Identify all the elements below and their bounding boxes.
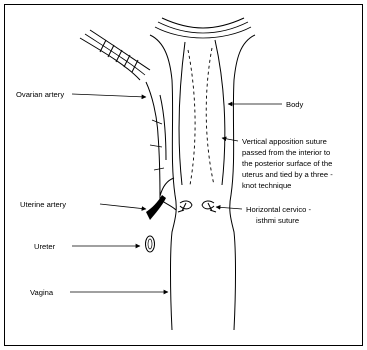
horizontal-suture-note: Horizontal cervico - isthmi suture — [246, 205, 311, 225]
uterus-outline — [150, 18, 255, 330]
vagina-label: Vagina — [30, 288, 54, 297]
ovarian-artery-label: Ovarian artery — [16, 90, 64, 99]
uterine-artery-label: Uterine artery — [20, 200, 66, 209]
suture-note: Vertical apposition suture passed from t… — [242, 137, 333, 190]
suture-note-line: the posterior surface of the — [242, 159, 332, 168]
body-label: Body — [286, 100, 304, 109]
uterine-artery — [146, 178, 176, 220]
ureter-label: Ureter — [34, 242, 56, 251]
ureter-shape — [146, 236, 155, 252]
ovarian-vessels — [80, 30, 166, 200]
ovarian-artery-arrow — [72, 94, 146, 97]
horizontal-suture-knots — [178, 201, 216, 212]
cavity-lines — [179, 40, 225, 185]
suture-note-line: knot technique — [242, 181, 291, 190]
suture-note-line: uterus and tied by a three - — [242, 170, 333, 179]
horizontal-suture-arrow — [216, 207, 242, 209]
suture-note-line: passed from the interior to — [242, 148, 330, 157]
uterine-artery-arrow — [100, 204, 146, 209]
suture-note-line: Vertical apposition suture — [242, 137, 327, 146]
horizontal-suture-line: Horizontal cervico - — [246, 205, 311, 214]
horizontal-suture-line: isthmi suture — [256, 216, 299, 225]
